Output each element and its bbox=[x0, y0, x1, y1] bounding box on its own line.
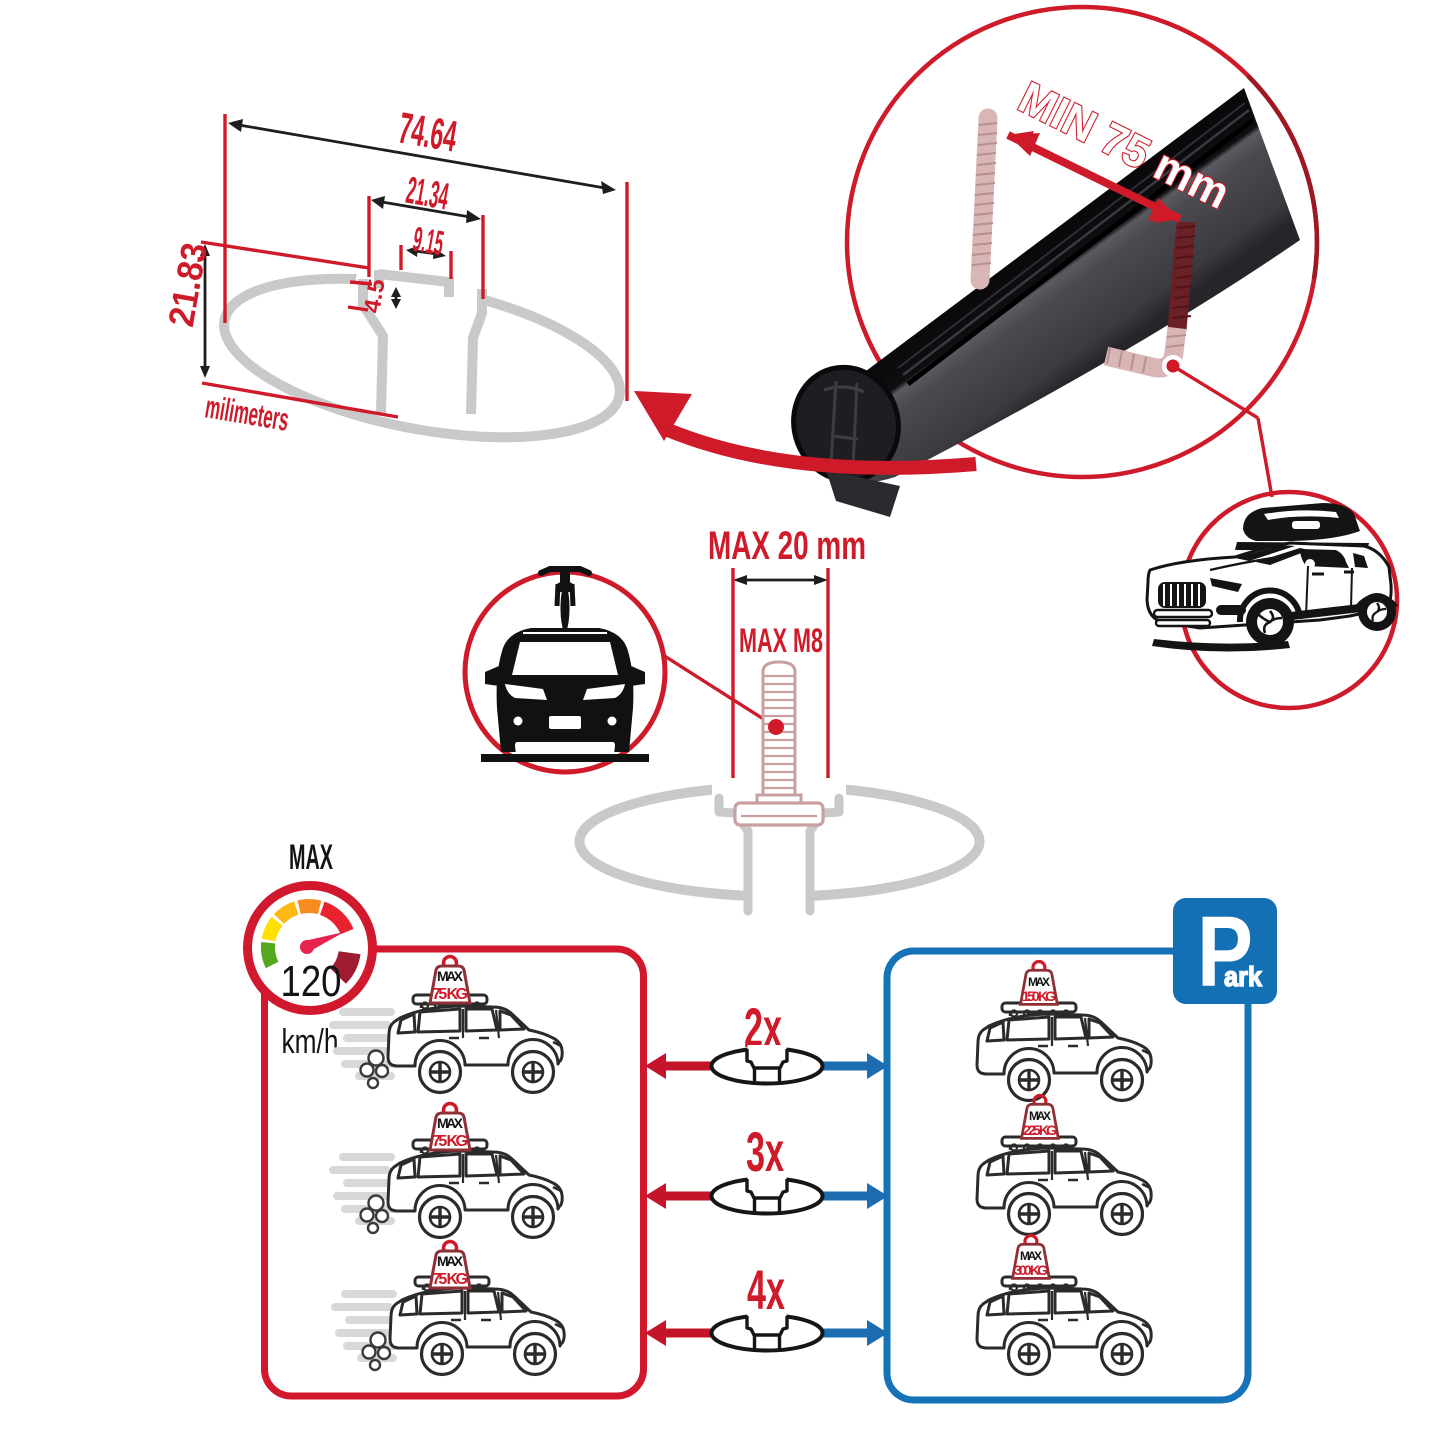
svg-text:MAX: MAX bbox=[437, 1253, 464, 1269]
svg-text:225 KG: 225 KG bbox=[1023, 1122, 1057, 1138]
svg-text:MAX: MAX bbox=[437, 1115, 464, 1131]
svg-text:MAX 20 mm: MAX 20 mm bbox=[708, 524, 866, 568]
svg-text:km/h: km/h bbox=[282, 1023, 339, 1061]
svg-text:74.64: 74.64 bbox=[395, 104, 461, 162]
svg-text:9.15: 9.15 bbox=[410, 220, 446, 264]
svg-text:75 KG: 75 KG bbox=[432, 1133, 468, 1150]
svg-text:MAX: MAX bbox=[437, 968, 464, 984]
svg-text:MAX M8: MAX M8 bbox=[739, 622, 823, 660]
svg-text:P: P bbox=[1197, 896, 1253, 1008]
svg-text:3x: 3x bbox=[746, 1120, 784, 1183]
svg-text:MAX: MAX bbox=[1029, 1109, 1051, 1123]
svg-text:4.5: 4.5 bbox=[358, 277, 390, 315]
svg-text:300 KG: 300 KG bbox=[1014, 1262, 1048, 1278]
svg-text:21.34: 21.34 bbox=[403, 170, 452, 219]
svg-text:4x: 4x bbox=[747, 1258, 785, 1321]
svg-text:75 KG: 75 KG bbox=[432, 986, 468, 1003]
svg-text:150 KG: 150 KG bbox=[1022, 988, 1056, 1004]
svg-text:MAX: MAX bbox=[289, 838, 333, 877]
svg-text:ark: ark bbox=[1224, 961, 1262, 992]
svg-text:MAX: MAX bbox=[1028, 975, 1050, 989]
svg-text:120: 120 bbox=[281, 957, 342, 1006]
svg-text:MAX: MAX bbox=[1020, 1249, 1042, 1263]
svg-text:75 KG: 75 KG bbox=[432, 1271, 468, 1288]
